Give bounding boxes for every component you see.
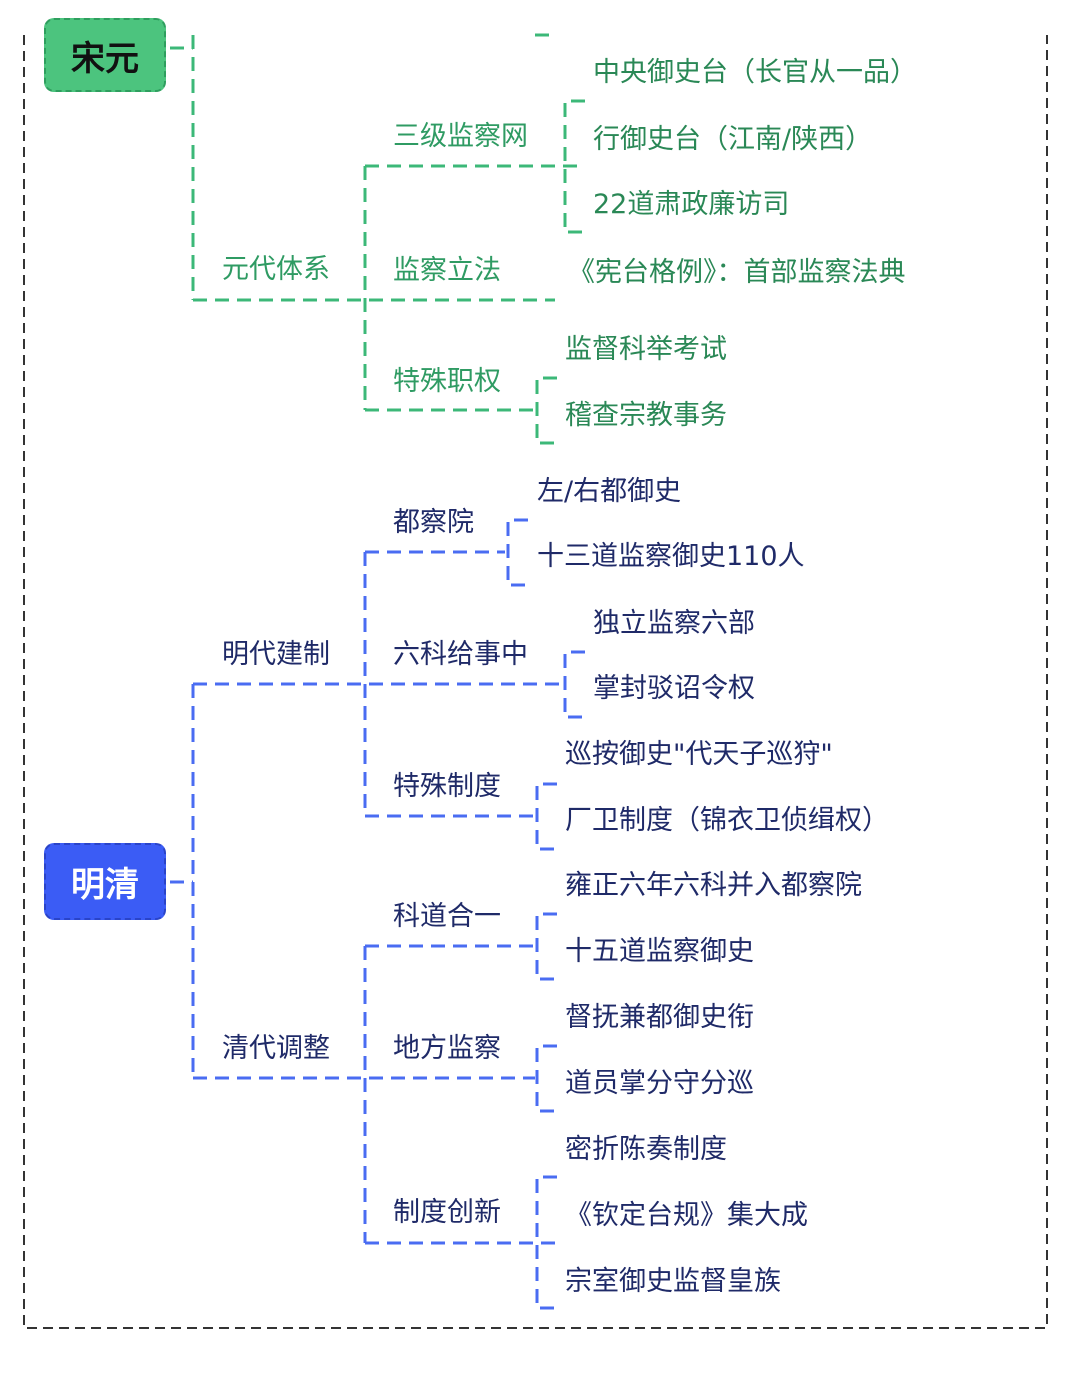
leaf-branch-censorate: 行御史台（江南/陕西） — [593, 124, 873, 155]
item-local-supervision: 地方监察 — [393, 1033, 501, 1064]
leaf-veto-power: 掌封驳诏令权 — [593, 673, 755, 704]
leaf-central-censorate: 中央御史台（长官从一品） — [593, 57, 917, 88]
leaf-circuit-intendants: 道员掌分守分巡 — [565, 1068, 754, 1099]
root-node-song-yuan: 宋元 — [44, 18, 166, 92]
branch-qing-adjustment: 清代调整 — [222, 1033, 330, 1064]
three-level-bracket — [563, 99, 585, 234]
leaf-15-circuit-censors: 十五道监察御史 — [565, 936, 754, 967]
item-ming-special-systems: 特殊制度 — [393, 771, 501, 802]
local-supervision-bracket — [535, 1044, 557, 1113]
item-kedao-merge: 科道合一 — [393, 901, 501, 932]
leaf-religious-affairs: 稽查宗教事务 — [565, 400, 727, 431]
item-censorate: 都察院 — [393, 507, 474, 538]
item-three-level-network: 三级监察网 — [393, 121, 528, 152]
merge-bracket — [535, 912, 557, 981]
censorate-bracket — [506, 518, 528, 587]
leaf-22-circuits: 22道肃政廉访司 — [593, 189, 790, 220]
six-offices-bracket — [563, 650, 585, 719]
leaf-left-right-censor: 左/右都御史 — [537, 476, 682, 507]
leaf-secret-memorials: 密折陈奏制度 — [565, 1134, 727, 1165]
leaf-governor-censor-title: 督抚兼都御史衔 — [565, 1002, 754, 1033]
item-system-innovation: 制度创新 — [393, 1197, 501, 1228]
root-node-ming-qing: 明清 — [44, 843, 166, 920]
branch-yuan-system: 元代体系 — [222, 254, 330, 285]
ming-special-bracket — [535, 782, 557, 851]
leaf-regional-inspector: 巡按御史"代天子巡狩" — [565, 739, 833, 770]
innovation-bracket — [535, 1175, 557, 1310]
leaf-13-circuit-censors: 十三道监察御史110人 — [537, 541, 805, 572]
leaf-chang-wei-system: 厂卫制度（锦衣卫侦缉权） — [565, 805, 889, 836]
branch-ming-system: 明代建制 — [222, 639, 330, 670]
leaf-exam-supervision: 监督科举考试 — [565, 334, 727, 365]
item-supervision-legislation: 监察立法 — [393, 255, 501, 286]
item-six-offices: 六科给事中 — [393, 639, 528, 670]
leaf-yongzheng-merge: 雍正六年六科并入都察院 — [565, 870, 862, 901]
special-powers-bracket — [535, 376, 557, 445]
ming-qing-connectors — [170, 518, 585, 1310]
leaf-imperial-clan-censor: 宗室御史监督皇族 — [565, 1266, 781, 1297]
item-special-powers: 特殊职权 — [393, 366, 501, 397]
leaf-supervise-six-ministries: 独立监察六部 — [593, 608, 755, 639]
leaf-qinding-taigui: 《钦定台规》集大成 — [565, 1200, 808, 1231]
outer-dashed-frame — [23, 35, 1048, 1329]
song-yuan-connectors — [170, 33, 585, 445]
leaf-xiantai-geli: 《宪台格例》：首部监察法典 — [568, 257, 906, 288]
